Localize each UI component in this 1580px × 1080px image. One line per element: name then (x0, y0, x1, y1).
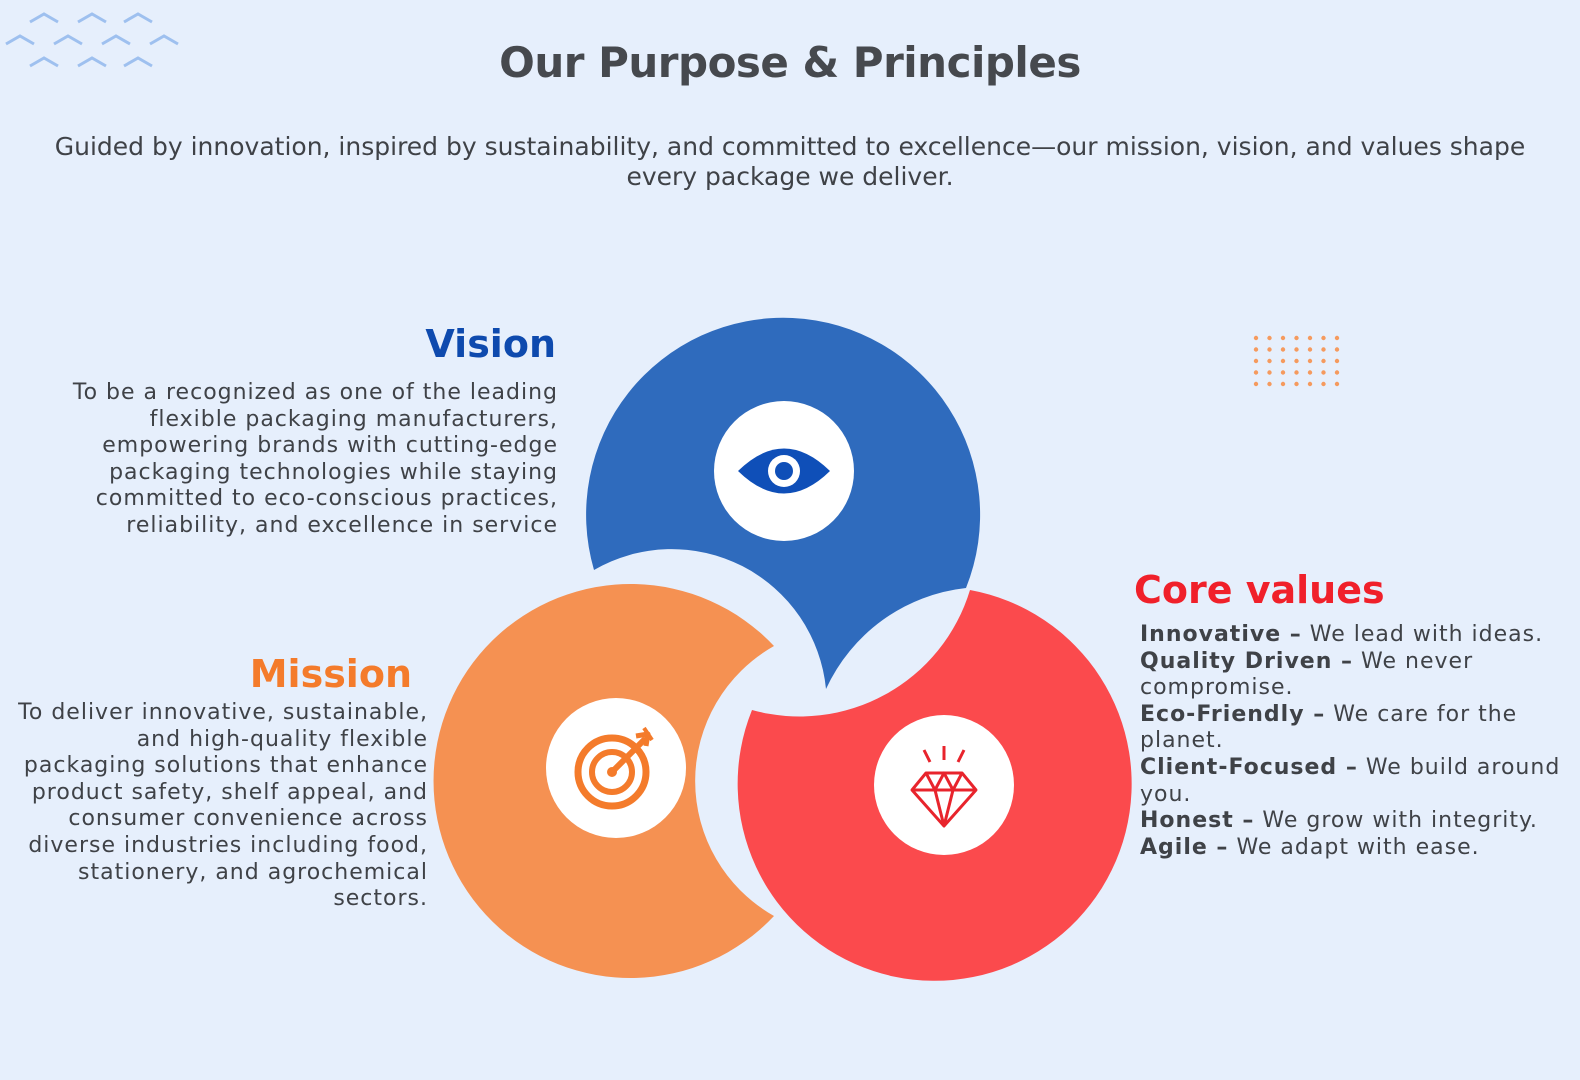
target-icon (574, 726, 654, 810)
value-desc: We adapt with ease. (1236, 834, 1480, 860)
page-title: Our Purpose & Principles (499, 38, 1081, 87)
decor-dot (1321, 335, 1326, 341)
decor-dot (1321, 381, 1326, 387)
decor-dot (1280, 370, 1286, 375)
value-desc: We care for the planet. (1140, 701, 1518, 754)
value-item: Innovative – We lead with ideas. (1140, 622, 1570, 649)
decor-dot (1294, 370, 1299, 375)
dot-grid-decoration (1253, 335, 1340, 387)
decor-dot (1321, 347, 1326, 352)
decor-dot (1294, 335, 1299, 341)
value-item: Honest – We grow with integrity. (1140, 808, 1570, 835)
decor-dot (1334, 358, 1340, 364)
decor-dot (1307, 358, 1313, 364)
decor-dot (1267, 370, 1272, 375)
value-item: Agile – We adapt with ease. (1140, 835, 1570, 862)
eye-icon (738, 448, 830, 494)
decor-dot (1294, 381, 1299, 387)
decor-dot (1321, 358, 1326, 364)
decor-dot (1280, 381, 1286, 387)
value-desc: We grow with integrity. (1262, 808, 1538, 834)
decor-dot (1307, 381, 1313, 387)
core-values-list: Innovative – We lead with ideas. Quality… (1140, 622, 1570, 861)
decor-dot (1294, 358, 1299, 364)
decor-dot (1253, 347, 1259, 352)
core-values-heading: Core values (1134, 568, 1385, 612)
decor-dot (1307, 335, 1313, 341)
value-name: Honest – (1140, 808, 1255, 834)
decor-dot (1294, 347, 1299, 352)
vision-heading: Vision (425, 322, 556, 366)
mission-text: To deliver innovative, sustainable, and … (18, 700, 428, 912)
decor-dot (1280, 347, 1286, 352)
decor-dot (1267, 347, 1272, 352)
decor-dot (1267, 335, 1272, 341)
value-name: Innovative – (1140, 622, 1302, 647)
value-item: Eco-Friendly – We care for the planet. (1140, 702, 1570, 755)
value-desc: We lead with ideas. (1309, 622, 1544, 647)
decor-dot (1253, 335, 1259, 341)
vision-text: To be a recognized as one of the leading… (72, 380, 558, 538)
decor-dot (1267, 381, 1272, 387)
decor-dot (1307, 370, 1313, 375)
decor-dot (1334, 381, 1340, 387)
value-name: Eco-Friendly – (1140, 701, 1326, 727)
value-name: Agile – (1140, 834, 1229, 860)
decor-dot (1280, 335, 1286, 341)
decor-dot (1253, 381, 1259, 387)
value-name: Client-Focused – (1140, 754, 1358, 780)
diamond-icon (910, 746, 978, 828)
decor-dot (1321, 370, 1326, 375)
mission-heading: Mission (249, 652, 412, 696)
decor-dot (1334, 370, 1340, 375)
decor-dot (1334, 335, 1340, 341)
chevron-pattern-decoration (5, 12, 179, 68)
page-subtitle: Guided by innovation, inspired by sustai… (54, 132, 1526, 191)
value-name: Quality Driven – (1140, 648, 1354, 674)
value-desc: We never compromise. (1140, 648, 1474, 701)
decor-dot (1280, 358, 1286, 364)
value-item: Quality Driven – We never compromise. (1140, 649, 1570, 702)
decor-dot (1307, 347, 1313, 352)
core-values-icon-circle (874, 715, 1014, 855)
value-item: Client-Focused – We build around you. (1140, 755, 1570, 808)
decor-dot (1267, 358, 1272, 364)
value-desc: We build around you. (1140, 754, 1561, 807)
decor-dot (1334, 347, 1340, 352)
decor-dot (1253, 370, 1259, 375)
decor-dot (1253, 358, 1259, 364)
